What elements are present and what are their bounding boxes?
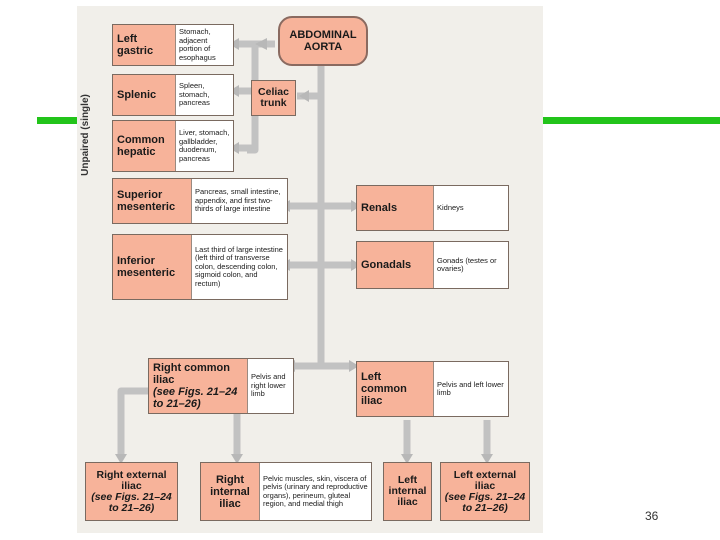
branch-name-text: Left external iliac bbox=[453, 468, 517, 492]
branch-name-text: Right common iliac bbox=[153, 362, 230, 386]
branch-supplies: Kidneys bbox=[433, 186, 508, 230]
figure-reference: (see Figs. 21–24 to 21–26) bbox=[91, 490, 172, 514]
branch-name: Inferior mesenteric bbox=[113, 235, 191, 299]
gonadals-box: Gonadals Gonads (testes or ovaries) bbox=[356, 241, 509, 289]
branch-supplies: Spleen, stomach, pancreas bbox=[175, 75, 233, 115]
branch-name: Right internal iliac bbox=[201, 463, 259, 520]
branch-name: Renals bbox=[357, 186, 433, 230]
left-internal-iliac-box: Left internal iliac bbox=[383, 462, 432, 521]
left-gastric-box: Left gastric Stomach, adjacent portion o… bbox=[112, 24, 234, 66]
splenic-box: Splenic Spleen, stomach, pancreas bbox=[112, 74, 234, 116]
branch-supplies: Last third of large intestine (left thir… bbox=[191, 235, 287, 299]
branch-name: Left gastric bbox=[113, 25, 175, 65]
figure-reference: (see Figs. 21–24 to 21–26) bbox=[444, 490, 526, 514]
common-hepatic-box: Common hepatic Liver, stomach, gallbladd… bbox=[112, 120, 234, 172]
green-bar-right bbox=[543, 117, 720, 124]
branch-name: Splenic bbox=[113, 75, 175, 115]
right-common-iliac-box: Right common iliac (see Figs. 21–24 to 2… bbox=[148, 358, 294, 414]
branch-supplies: Liver, stomach, gallbladder, duodenum, p… bbox=[175, 121, 233, 171]
branch-name: Superior mesenteric bbox=[113, 179, 191, 223]
branch-supplies: Stomach, adjacent portion of esophagus bbox=[175, 25, 233, 65]
celiac-trunk-node: Celiac trunk bbox=[251, 80, 296, 116]
green-bar-left bbox=[37, 117, 77, 124]
branch-supplies: Pelvis and left lower limb bbox=[433, 362, 508, 416]
branch-supplies: Pancreas, small intestine, appendix, and… bbox=[191, 179, 287, 223]
unpaired-label: Unpaired (single) bbox=[80, 94, 91, 176]
abdominal-aorta-node: ABDOMINAL AORTA bbox=[278, 16, 368, 66]
branch-name: Right common iliac (see Figs. 21–24 to 2… bbox=[149, 359, 247, 413]
branch-name-text: Right external iliac bbox=[96, 468, 167, 492]
left-external-iliac-box: Left external iliac (see Figs. 21–24 to … bbox=[440, 462, 530, 521]
left-common-iliac-box: Left common iliac Pelvis and left lower … bbox=[356, 361, 509, 417]
inferior-mesenteric-box: Inferior mesenteric Last third of large … bbox=[112, 234, 288, 300]
page-number: 36 bbox=[645, 509, 659, 523]
renals-box: Renals Kidneys bbox=[356, 185, 509, 231]
branch-name: Gonadals bbox=[357, 242, 433, 288]
figure-reference: (see Figs. 21–24 to 21–26) bbox=[153, 386, 238, 410]
branch-name: Left common iliac bbox=[357, 362, 433, 416]
superior-mesenteric-box: Superior mesenteric Pancreas, small inte… bbox=[112, 178, 288, 224]
right-external-iliac-box: Right external iliac (see Figs. 21–24 to… bbox=[85, 462, 178, 521]
branch-supplies: Pelvis and right lower limb bbox=[247, 359, 293, 413]
branch-supplies: Gonads (testes or ovaries) bbox=[433, 242, 508, 288]
right-internal-iliac-box: Right internal iliac Pelvic muscles, ski… bbox=[200, 462, 372, 521]
branch-name: Common hepatic bbox=[113, 121, 175, 171]
branch-supplies: Pelvic muscles, skin, viscera of pelvis … bbox=[259, 463, 371, 520]
